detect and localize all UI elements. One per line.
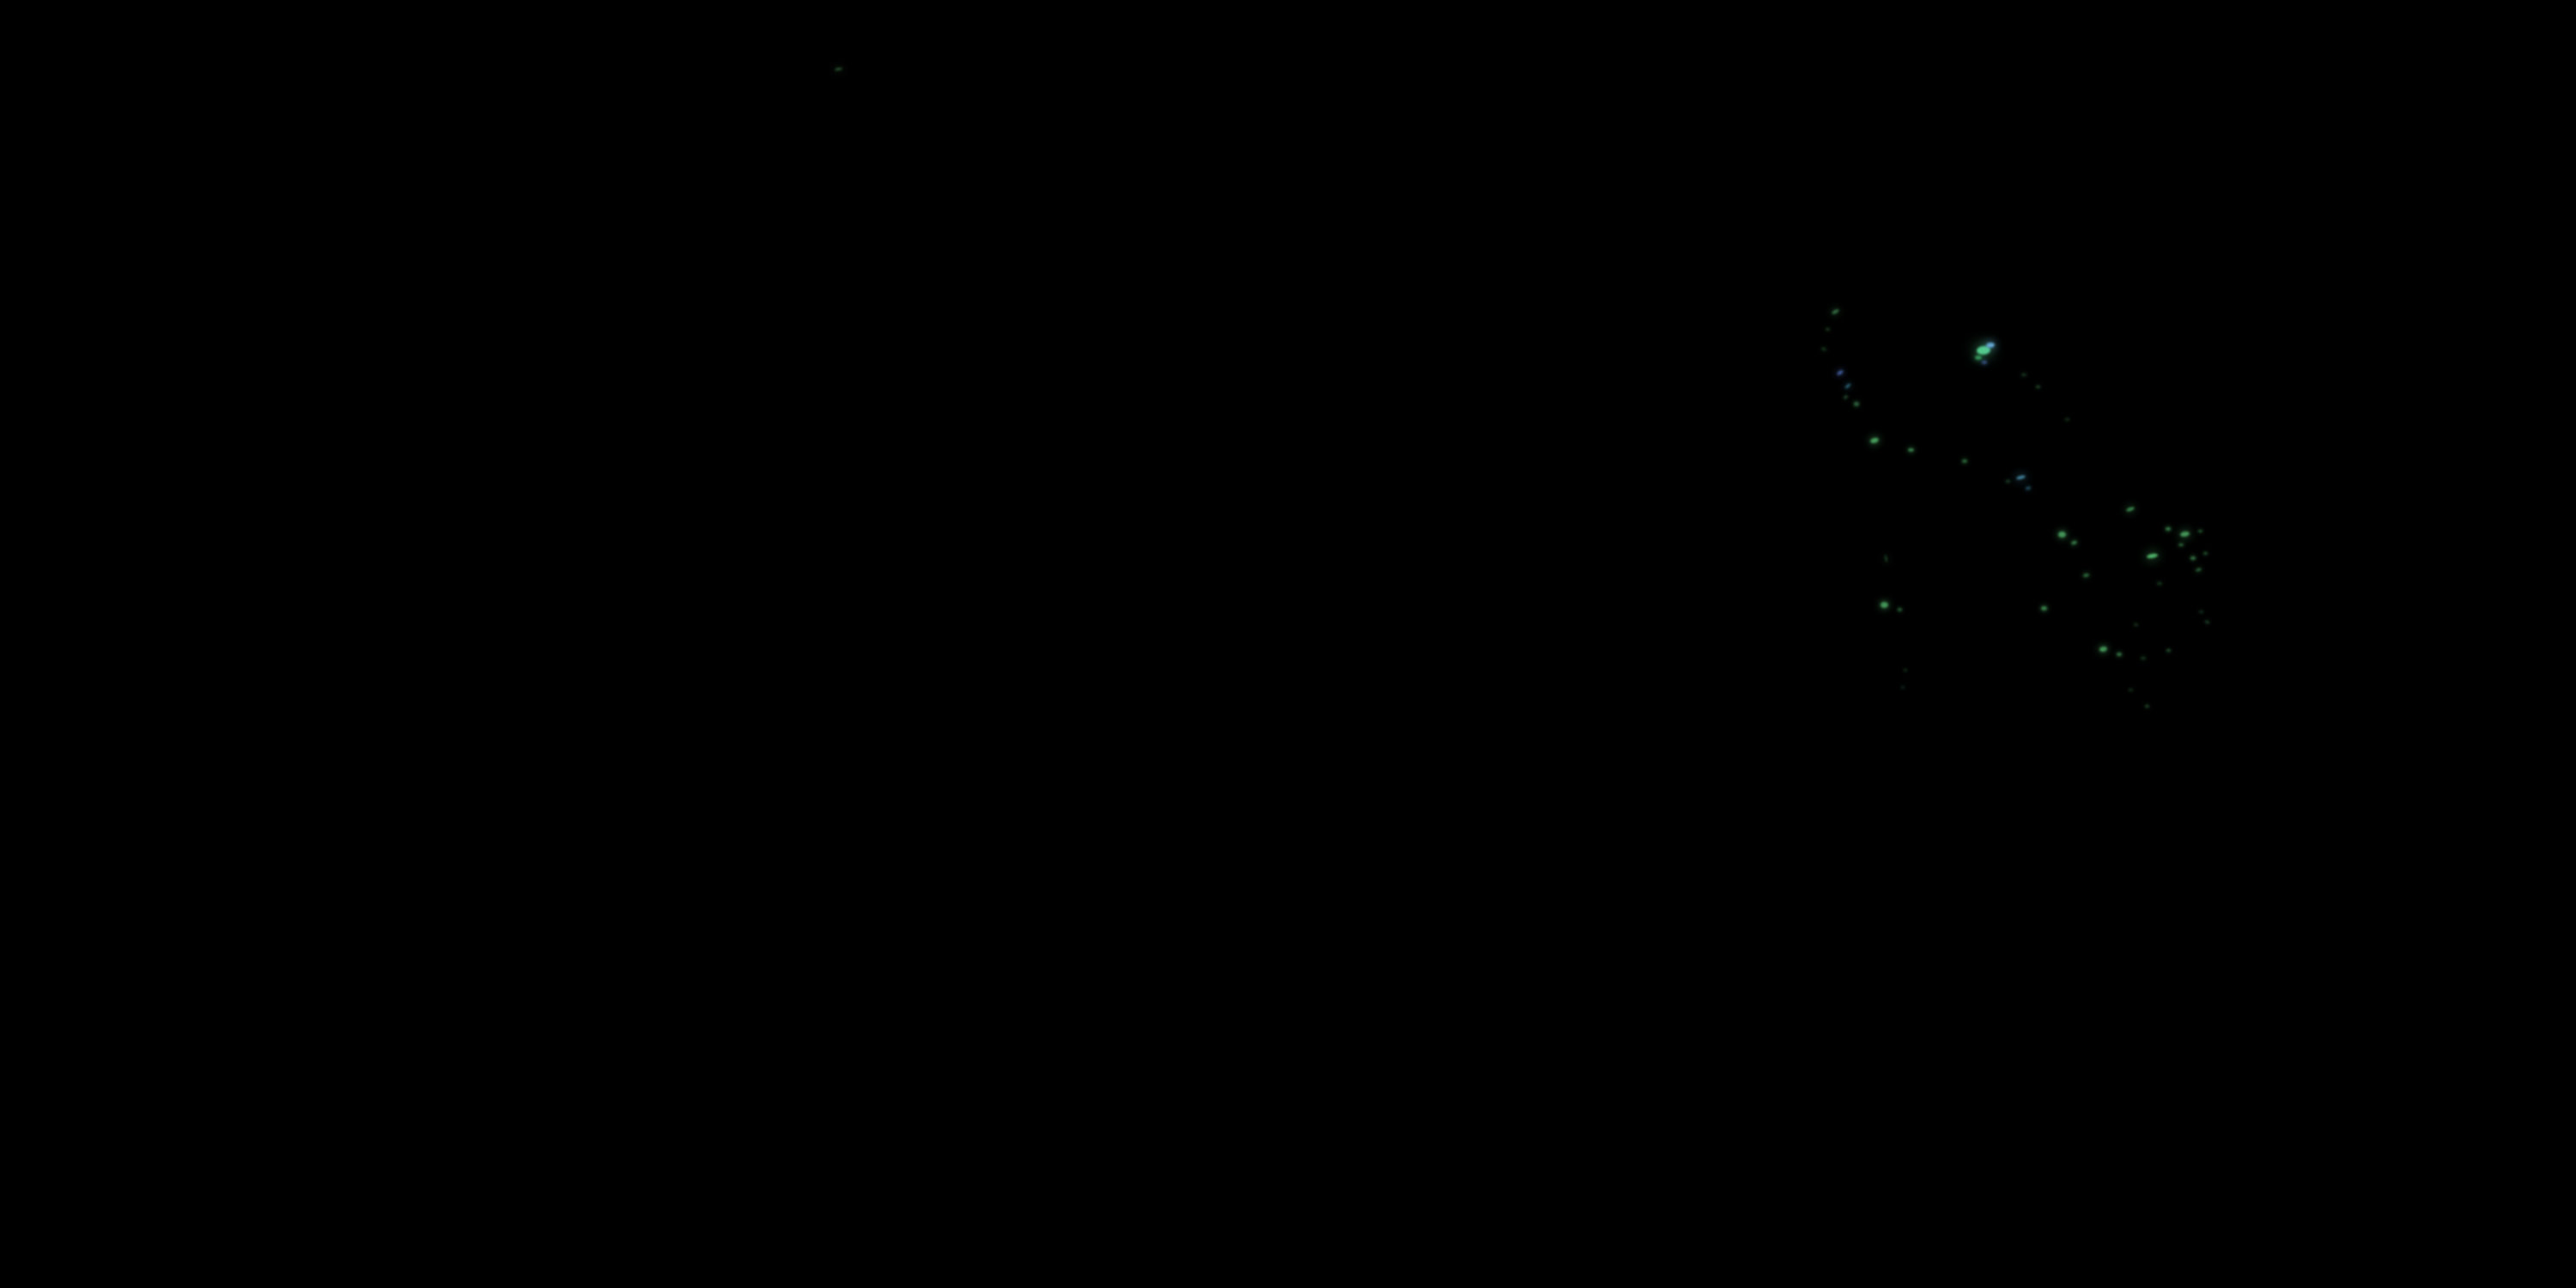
map-light-point: [1975, 355, 1982, 360]
map-light-point: [2099, 646, 2107, 653]
map-light-point: [2015, 474, 2026, 481]
map-light-point: [1901, 685, 1905, 689]
map-light-point: [1880, 601, 1888, 608]
map-light-point: [1831, 308, 1839, 315]
map-light-point: [2195, 567, 2202, 572]
map-light-point: [2128, 688, 2133, 691]
map-light-point: [1897, 608, 1902, 611]
map-light-point: [1836, 369, 1844, 376]
map-light-point: [1904, 668, 1907, 671]
map-light-point: [1825, 327, 1830, 331]
map-light-point: [1854, 401, 1859, 406]
map-light-point: [2202, 551, 2208, 555]
map-light-point: [2179, 531, 2190, 538]
map-light-point: [1985, 342, 1996, 349]
map-light-point: [2190, 556, 2196, 560]
map-light-point: [2178, 543, 2184, 546]
map-light-point: [1982, 361, 1987, 364]
map-light-point: [2197, 529, 2202, 532]
map-light-point: [2025, 485, 2032, 490]
map-light-point: [834, 66, 842, 71]
map-light-point: [2166, 648, 2171, 652]
map-light-point: [2144, 704, 2149, 708]
map-light-point: [2133, 623, 2138, 626]
map-light-point: [1976, 345, 1991, 355]
map-light-point: [2040, 605, 2047, 611]
map-light-point: [1883, 554, 1888, 562]
map-light-point: [1843, 394, 1848, 399]
map-light-point: [1820, 346, 1827, 351]
map-light-point: [2057, 531, 2066, 538]
map-light-point: [2166, 527, 2171, 531]
map-light-point: [2198, 610, 2203, 613]
map-light-point: [2157, 581, 2162, 585]
map-light-point: [2125, 506, 2136, 513]
map-light-point: [2141, 656, 2146, 659]
map-light-point: [2117, 653, 2122, 656]
map-light-point: [2064, 417, 2069, 421]
map-light-point: [2021, 373, 2026, 376]
map-light-point: [2146, 552, 2158, 559]
map-light-point: [2005, 479, 2010, 483]
map-light-point: [2070, 539, 2077, 546]
map-light-point: [2082, 573, 2089, 578]
map-light-point: [1907, 448, 1914, 452]
map-light-point: [2035, 385, 2040, 388]
map-light-point: [2204, 619, 2209, 624]
map-light-point: [1844, 382, 1852, 389]
map-light-point: [1869, 436, 1880, 445]
map-light-point: [1962, 459, 1967, 463]
